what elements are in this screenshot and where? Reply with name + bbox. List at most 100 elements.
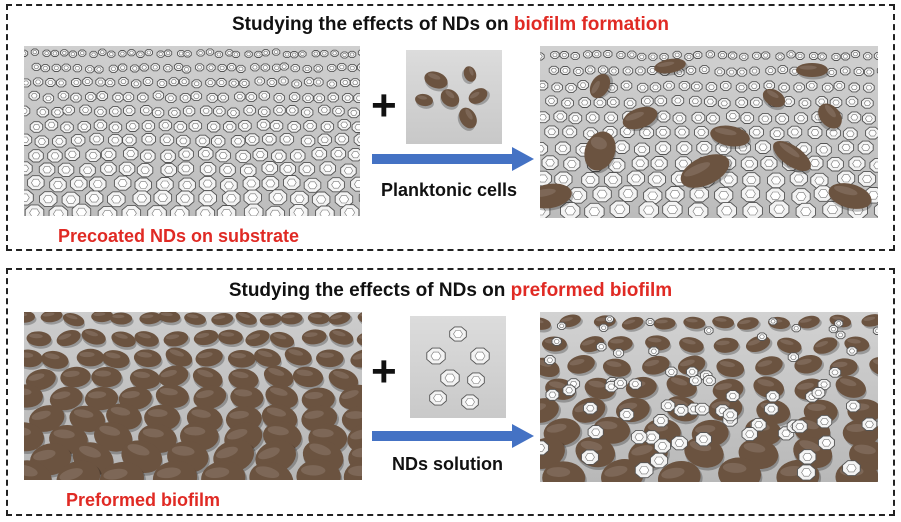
bacterium (350, 349, 362, 370)
nanodiamond (24, 78, 32, 88)
nanodiamond (350, 78, 360, 88)
biofilm-formation-panel: Studying the effects of NDs on biofilm f… (6, 4, 895, 251)
bacterium (712, 316, 736, 331)
nanodiamond (205, 78, 216, 88)
bacterium (24, 384, 45, 411)
nanodiamond (678, 80, 691, 91)
nanodiamond (449, 326, 467, 342)
nanodiamond (339, 204, 360, 216)
nanodiamond (645, 318, 655, 326)
bacteria-on-nd-image (540, 46, 878, 218)
nanodiamond (183, 50, 192, 58)
nanodiamond (334, 191, 354, 208)
nanodiamond (648, 346, 660, 356)
nanodiamond (49, 177, 67, 193)
nanodiamond (211, 135, 226, 148)
nanodiamond (829, 97, 843, 108)
nanodiamond (71, 78, 82, 87)
nanodiamond (791, 188, 811, 205)
nanodiamond (261, 161, 278, 176)
nanodiamond (40, 64, 50, 73)
nanodiamond (554, 141, 571, 156)
nanodiamond (764, 402, 779, 416)
nanodiamond (290, 190, 309, 207)
nanodiamond (587, 425, 604, 440)
nanodiamond (137, 92, 149, 103)
nanodiamond (139, 63, 149, 72)
bacterium (540, 317, 553, 333)
bacterium (184, 312, 208, 328)
panel-title: Studying the effects of NDs on preformed… (8, 280, 893, 302)
nanodiamond (650, 452, 669, 469)
bacterium (139, 312, 164, 327)
nd-inset-image (410, 316, 506, 418)
nanodiamond (31, 62, 41, 71)
nanodiamond (635, 66, 646, 76)
nanodiamond (290, 51, 299, 59)
nanodiamond (175, 190, 195, 207)
nanodiamond (72, 64, 83, 73)
nanodiamond (845, 96, 859, 108)
bacteria-inset-image (406, 50, 502, 144)
nanodiamond (118, 50, 127, 58)
nanodiamond (268, 189, 288, 206)
nanodiamond (811, 387, 826, 399)
bacterium (24, 312, 37, 326)
nanodiamond (61, 63, 71, 72)
nanodiamond (179, 92, 192, 103)
nanodiamond (717, 97, 731, 109)
nanodiamond (303, 77, 315, 87)
planktonic-cells-caption: Planktonic cells (381, 180, 518, 200)
nanodiamond (108, 133, 123, 147)
nanodiamond (648, 52, 658, 61)
nanodiamond (639, 126, 655, 139)
bacterium (269, 331, 295, 351)
bacterium (861, 314, 878, 329)
nanodiamond (245, 92, 258, 102)
nanodiamond (169, 205, 190, 216)
nanodiamond (320, 49, 329, 58)
bacterium (424, 71, 449, 92)
nanodiamond (794, 112, 808, 125)
nanodiamond (816, 414, 833, 429)
nanodiamond (178, 147, 194, 161)
nanodiamond (567, 187, 588, 204)
nanodiamond (540, 111, 550, 124)
bacterium (415, 93, 434, 109)
nanodiamond (861, 97, 874, 109)
nanodiamond (548, 65, 560, 75)
nanodiamond (142, 77, 154, 86)
nanodiamond (48, 205, 69, 216)
nanodiamond (188, 120, 203, 132)
nanodiamond (112, 92, 124, 103)
bacterium (657, 461, 703, 482)
bacterium (91, 366, 124, 390)
nanodiamond (561, 97, 574, 109)
nanodiamond (655, 141, 672, 155)
nanodiamond (337, 62, 347, 72)
bacterium (680, 154, 732, 190)
nanodiamond (239, 78, 250, 88)
bacterium (542, 461, 587, 482)
nanodiamond (798, 97, 812, 109)
nanodiamond (84, 190, 104, 207)
nanodiamond (144, 48, 153, 57)
nanodiamond (694, 125, 709, 139)
nanodiamond (544, 125, 560, 139)
nanodiamond (685, 65, 697, 75)
nanodiamond (865, 126, 878, 140)
nanodiamond (198, 190, 217, 207)
nanodiamond (269, 120, 284, 132)
nanodiamond (156, 177, 174, 192)
nanodiamond (36, 106, 50, 118)
nanodiamond (353, 133, 360, 146)
bacterium (152, 460, 199, 480)
nanodiamond (151, 107, 165, 119)
nanodiamond (846, 346, 858, 356)
bacterium (195, 348, 225, 369)
bacterium (24, 460, 53, 480)
nanodiamond (585, 65, 596, 75)
nanodiamond (544, 355, 556, 366)
bacterium (263, 365, 295, 391)
nanodiamond (24, 133, 33, 146)
